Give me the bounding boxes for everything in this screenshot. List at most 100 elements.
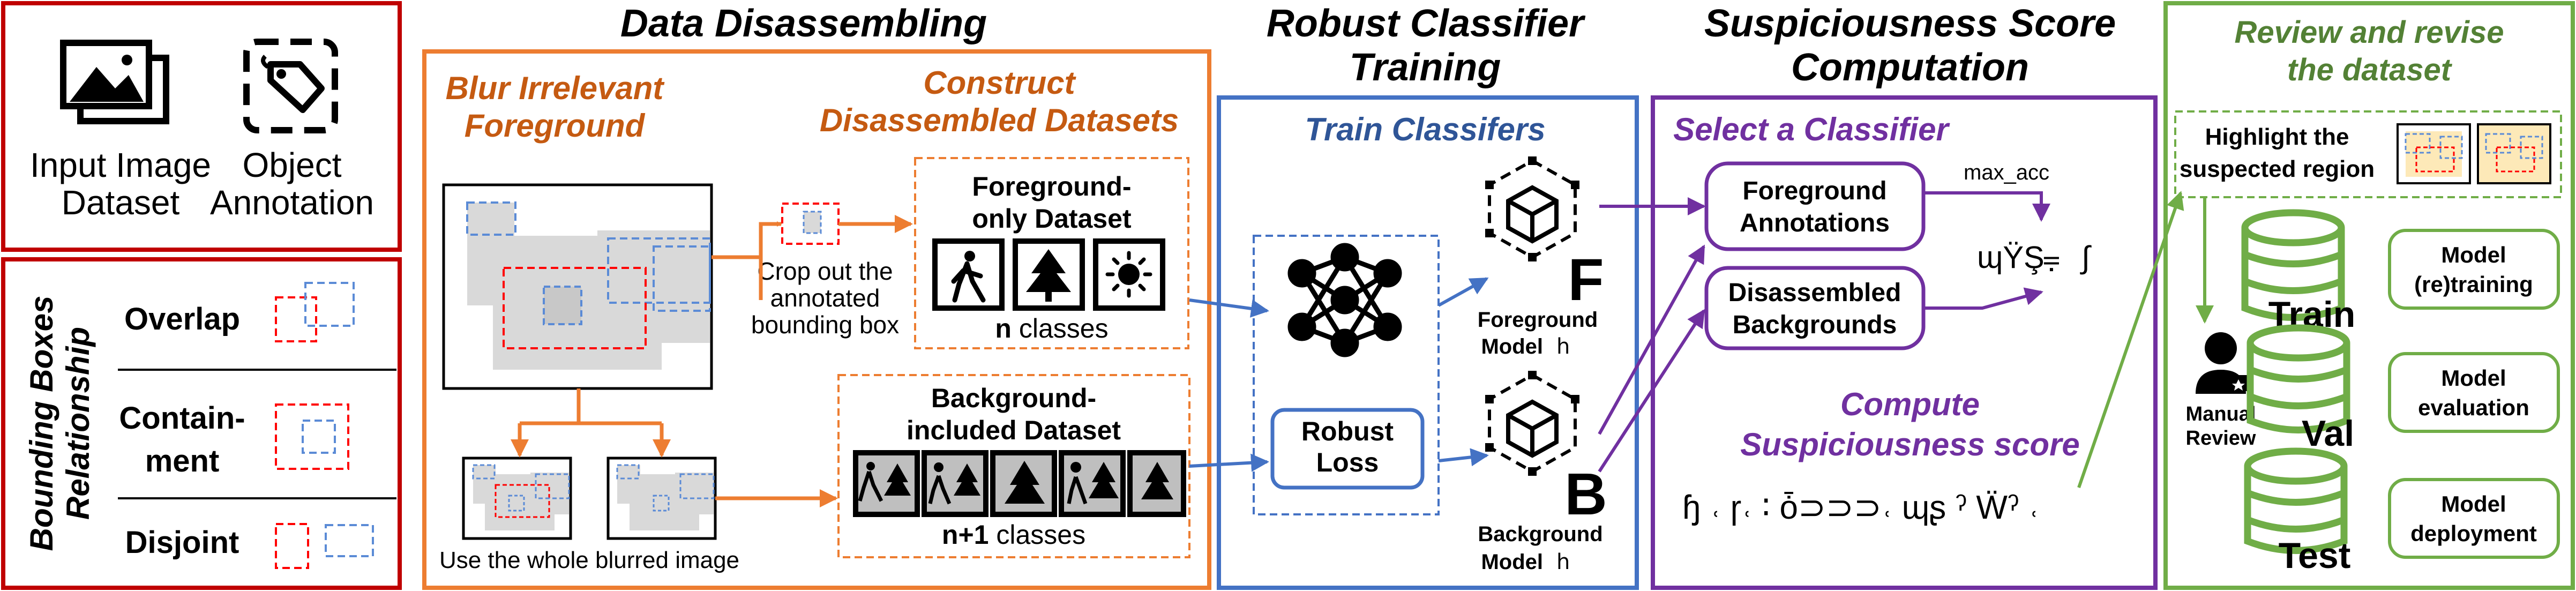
crop-caption-2: annotated [770,284,880,312]
fg-model-label-1: Foreground [1478,308,1598,332]
disjoint-red-box [275,523,309,569]
highlight-thumbnail-1 [2397,123,2471,184]
robust-loss-box [1270,408,1425,490]
background-tiles [853,450,1186,517]
neural-network-icon [1287,243,1402,357]
bg-model-label-1: Background [1478,522,1602,546]
bbox-relationship-panel: Bounding Boxes Relationship Overlap Cont… [1,257,402,590]
fg-dataset-title-2: only Dataset [972,204,1132,234]
select-classifier-title: Select a Classifier [1673,111,1950,147]
disassembling-title: Data Disassembling [620,2,987,45]
object-annotation-label-2: Annotation [210,183,374,222]
susp-arrows [1598,191,2050,473]
review-title-2: the dataset [2287,53,2453,87]
image-dataset-icon [60,40,169,124]
manual-reviewer-icon [2196,332,2249,394]
bg-model-symbol: հ [1556,550,1570,574]
bg-classes: n+1 classes [942,520,1085,550]
highlight-thumbnail-2 [2477,123,2551,184]
overlap-blue-box [304,282,355,327]
annotated-image [442,183,713,390]
retraining-2: (re)training [2414,272,2533,297]
manual-review-2: Review [2186,427,2256,450]
review-border [2163,1,2575,590]
training-title-2: Training [1350,46,1501,89]
classifier-training-section: Robust Classifier Training Train Classif… [1189,2,1639,590]
training-arrows [1189,277,1489,472]
bg-dataset-title-1: Background- [931,383,1096,413]
crop-caption-3: bounding box [751,311,899,339]
input-image-label-1: Input Image [30,146,211,184]
foreground-annotations-box [1704,161,1926,251]
bg-model-letter: B [1564,461,1607,527]
overlap-label: Overlap [124,302,240,336]
crop-caption-1: Crop out the [757,257,893,285]
containment-red-box [275,403,349,470]
evaluation-1: Model [2441,365,2506,391]
review-section: Review and revise the dataset Highlight … [2077,1,2575,590]
disassembling-border [422,49,1211,590]
bbox-title-2: Relationship [60,327,96,520]
bbox-panel-border [1,257,402,590]
retraining-1: Model [2441,242,2506,267]
containment-label-1: Contain- [119,401,245,436]
blur-title-2: Foreground [465,108,646,144]
background-model-icon [1485,371,1579,476]
val-label: Val [2302,413,2354,454]
model-retraining-box [2388,229,2560,310]
highlight-2: suspected region [2180,156,2375,182]
max-acc-label: max_acc [1964,161,2049,184]
fg-model-letter: F [1568,247,1604,313]
disjoint-label: Disjoint [125,525,239,560]
foreground-model-icon [1485,156,1579,261]
network-dashed-box [1253,235,1440,515]
foreground-only-dataset: Foreground- only Dataset n classes [914,157,1189,349]
train-classifers-subtitle: Train Classifers [1305,111,1545,147]
val-db-icon [2246,324,2350,433]
susp-title-1: Suspiciousness Score [1704,2,2116,45]
disjoint-blue-box [325,524,374,557]
compute-title-2: Suspiciousness score [1740,427,2080,462]
containment-label-2: ment [145,444,220,478]
fg-model-symbol: հ [1556,335,1570,358]
highlight-box [2174,110,2562,198]
containment-blue-box [302,420,336,454]
model-deployment-box [2388,478,2560,559]
test-label: Test [2279,535,2351,576]
evaluation-2: evaluation [2418,395,2529,420]
blurred-image-1 [462,457,572,540]
training-title-1: Robust Classifier [1267,2,1586,45]
training-border [1217,95,1639,590]
blur-caption: Use the whole blurred image [439,547,739,573]
robust-loss-2: Loss [1316,447,1379,477]
bg-model-label-2: Model [1481,550,1543,574]
review-arrows [2077,191,2214,488]
deployment-1: Model [2441,491,2506,517]
review-title-1: Review and revise [2235,15,2504,50]
blurred-image-2 [606,457,717,540]
bg-dataset-title-2: included Dataset [907,415,1121,445]
inputs-panel-border [1,1,402,252]
manual-review-1: Manual [2186,403,2256,425]
bbox-title-1: Bounding Boxes [24,296,59,551]
construct-title-1: Construct [923,65,1076,101]
highlight-1: Highlight the [2205,124,2349,150]
robust-loss-1: Robust [1301,416,1394,446]
background-included-dataset: Background- included Dataset n [837,374,1190,558]
cropped-box [781,203,840,245]
formula-symbol: ɰŸŞ [1977,240,2045,275]
disassembled-1: Disassembled [1728,279,1901,307]
formula-arrow: ⩦ [2042,240,2061,275]
susp-border [1651,95,2158,590]
fg-annotations-2: Annotations [1740,209,1890,237]
fg-annotations-1: Foreground [1742,177,1886,205]
fg-classes: n classes [995,313,1108,343]
formula-integral: ∫ [2080,240,2092,275]
object-annotation-icon [243,39,338,133]
data-disassembling-section: Data Disassembling Blur Irrelevant Foreg… [422,2,1211,590]
susp-title-2: Computation [1791,46,2029,89]
model-evaluation-box [2388,352,2560,433]
fg-dataset-title-1: Foreground- [972,171,1131,201]
disassembled-2: Backgrounds [1733,311,1897,339]
